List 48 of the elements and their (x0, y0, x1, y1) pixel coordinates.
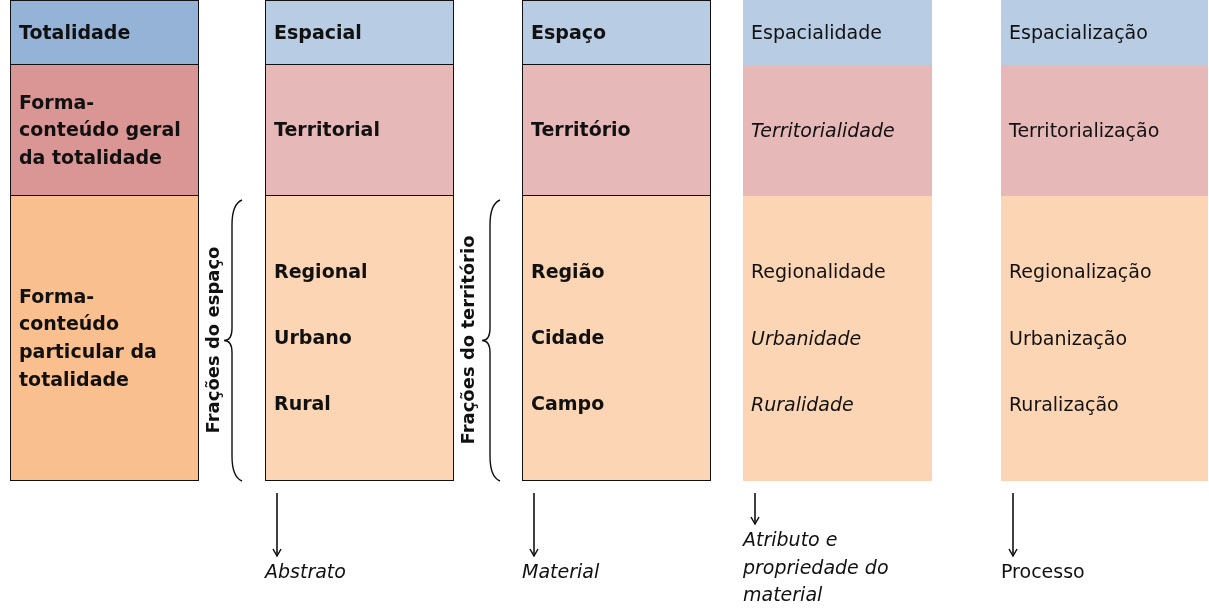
vertical-label: Frações do espaço (201, 246, 223, 434)
cell-text: Forma-conteúdo particular da totalidade (19, 283, 158, 392)
table-cell (1001, 0, 1208, 65)
cell-text: Forma-conteúdo geral da totalidade (19, 89, 182, 170)
cell-text: Urbano (274, 325, 353, 351)
table-cell (522, 0, 711, 65)
table-cell (743, 65, 932, 196)
table-cell (522, 195, 711, 481)
cell-text: Espacialização (1009, 19, 1149, 45)
cell-text: Regionalidade (751, 259, 887, 284)
table-cell (265, 64, 454, 196)
table-cell (1001, 196, 1208, 481)
cell-text: Espaço (531, 19, 608, 45)
cell-text: Região (531, 259, 606, 284)
cell-text: Ruralização (1009, 392, 1120, 418)
vertical-label: Frações do território (456, 235, 478, 445)
caption-text: Atributo e propriedade do material (743, 528, 889, 606)
cell-text: Cidade (531, 325, 606, 351)
table-cell (743, 0, 932, 65)
cell-text: Campo (531, 391, 606, 417)
cell-text: Rural (274, 391, 332, 417)
table-cell (10, 0, 199, 65)
cell-text: Urbanidade (751, 325, 863, 351)
arrow (1008, 492, 1018, 557)
table-cell (522, 64, 711, 196)
cell-text: Espacial (274, 19, 363, 45)
table-cell (265, 195, 454, 481)
caption-text: Material (522, 560, 600, 582)
cell-text: Territorialidade (751, 117, 896, 143)
table-cell (10, 64, 199, 196)
table-cell (1001, 65, 1208, 196)
cell-text: Territorial (274, 117, 381, 143)
arrow (750, 492, 760, 525)
cell-text: Territorialização (1009, 117, 1161, 143)
cell-text: Totalidade (19, 19, 132, 45)
cell-text: Regional (274, 259, 369, 284)
caption-text: Processo (1001, 560, 1085, 582)
cell-text: Ruralidade (751, 392, 855, 418)
arrow (272, 492, 282, 557)
table-cell (743, 196, 932, 481)
arrow (529, 492, 539, 557)
cell-text: Espacialidade (751, 19, 883, 45)
table-cell (265, 0, 454, 65)
caption-text: Abstrato (265, 560, 346, 582)
cell-text: Urbanização (1009, 325, 1129, 351)
cell-text: Regionalização (1009, 259, 1153, 284)
cell-text: Território (531, 117, 632, 143)
table-cell (10, 195, 199, 481)
